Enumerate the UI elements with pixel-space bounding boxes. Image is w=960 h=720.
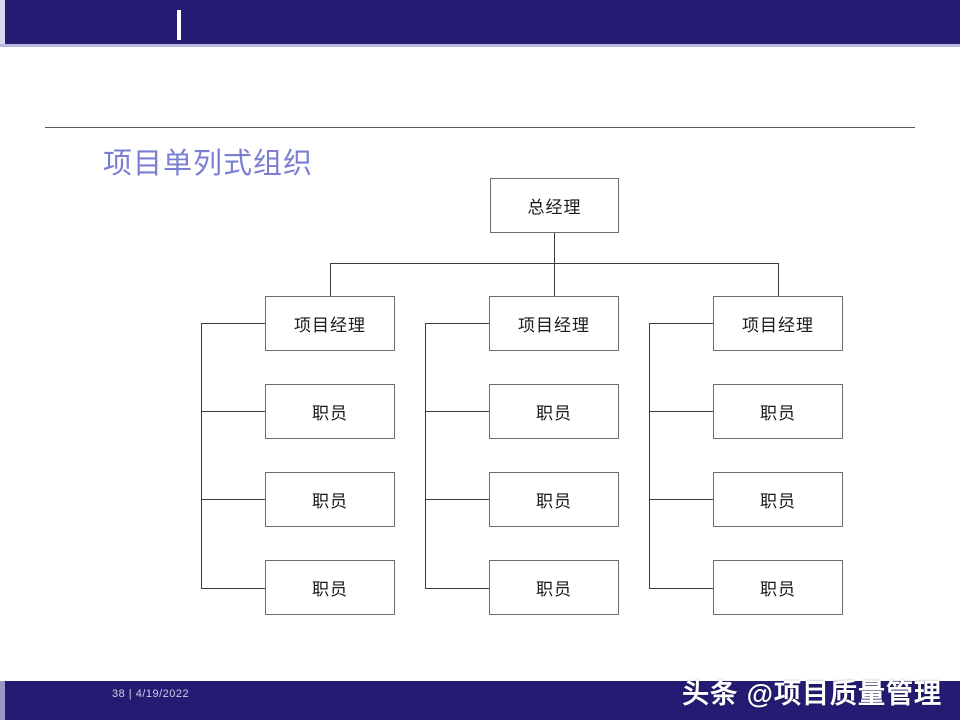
page-title: 项目单列式组织 (103, 146, 314, 180)
node-staff-2-3[interactable]: 职员 (489, 560, 619, 615)
node-project-manager-3[interactable]: 项目经理 (713, 296, 843, 351)
node-general-manager[interactable]: 总经理 (490, 178, 619, 233)
connector-stub-2-staff-1 (425, 411, 489, 412)
connector-spine-col-1 (201, 323, 202, 588)
connector-stub-3-staff-1 (649, 411, 713, 412)
connector-spine-col-3 (649, 323, 650, 588)
connector-stub-2-manager (425, 323, 489, 324)
node-staff-1-2[interactable]: 职员 (265, 472, 395, 527)
connector-stub-3-staff-3 (649, 588, 713, 589)
node-staff-1-3[interactable]: 职员 (265, 560, 395, 615)
text-cursor-icon (177, 10, 181, 40)
connector-drop-col-2 (554, 263, 555, 296)
connector-spine-col-2 (425, 323, 426, 588)
connector-root-stem (554, 233, 555, 263)
node-staff-2-2[interactable]: 职员 (489, 472, 619, 527)
connector-stub-1-staff-2 (201, 499, 265, 500)
node-staff-3-1[interactable]: 职员 (713, 384, 843, 439)
slide-footer-band (0, 681, 960, 720)
connector-stub-1-manager (201, 323, 265, 324)
connector-drop-col-3 (778, 263, 779, 296)
connector-drop-col-1 (330, 263, 331, 296)
node-staff-3-3[interactable]: 职员 (713, 560, 843, 615)
node-staff-1-1[interactable]: 职员 (265, 384, 395, 439)
header-underline (0, 44, 960, 47)
footer-meta: 38 | 4/19/2022 (112, 688, 190, 700)
connector-stub-2-staff-2 (425, 499, 489, 500)
node-staff-2-1[interactable]: 职员 (489, 384, 619, 439)
slide-header-band (0, 0, 960, 44)
connector-stub-2-staff-3 (425, 588, 489, 589)
connector-stub-1-staff-1 (201, 411, 265, 412)
node-project-manager-2[interactable]: 项目经理 (489, 296, 619, 351)
watermark-label: 头条 @项目质量管理 (682, 679, 942, 709)
connector-stub-3-manager (649, 323, 713, 324)
node-staff-3-2[interactable]: 职员 (713, 472, 843, 527)
connector-stub-3-staff-2 (649, 499, 713, 500)
title-divider (45, 127, 915, 128)
connector-stub-1-staff-3 (201, 588, 265, 589)
node-project-manager-1[interactable]: 项目经理 (265, 296, 395, 351)
